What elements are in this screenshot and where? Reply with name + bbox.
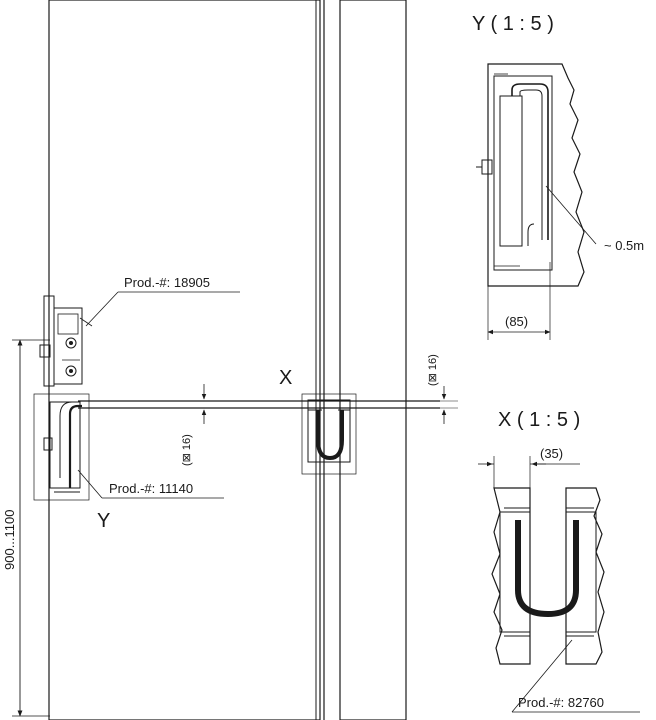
cable-thickness-dimension-right: [420, 386, 458, 424]
cable-transition-leaf: [33, 393, 90, 501]
door-leaf: [48, 0, 325, 720]
lock-fitting: [39, 295, 93, 387]
leader-18905: [85, 291, 240, 327]
callout-x: X: [279, 367, 292, 389]
height-dimension: [12, 339, 50, 717]
cable-thickness-right-label: (⊠ 16): [427, 354, 439, 386]
view-y-title: Y ( 1 : 5 ): [472, 13, 554, 35]
callout-y: Y: [97, 510, 110, 532]
door-frame: [339, 0, 407, 720]
cable-loop-x: [301, 393, 357, 475]
x-width-label: (35): [540, 446, 563, 461]
detail-view-x: [478, 456, 640, 713]
leader-11140: [77, 469, 224, 499]
cable-length-label: ~ 0.5m: [604, 238, 644, 253]
prod-18905-label: Prod.-#: 18905: [124, 275, 210, 290]
cable-run: [78, 400, 440, 409]
prod-82760-label: Prod.-#: 82760: [518, 695, 604, 710]
cable-thickness-left-label: (⊠ 16): [181, 434, 193, 466]
detail-view-y: [476, 63, 597, 340]
height-dimension-label: 900...1100: [2, 510, 17, 570]
y-depth-label: (85): [505, 314, 528, 329]
view-x-title: X ( 1 : 5 ): [498, 409, 580, 431]
prod-11140-label: Prod.-#: 11140: [109, 481, 193, 496]
